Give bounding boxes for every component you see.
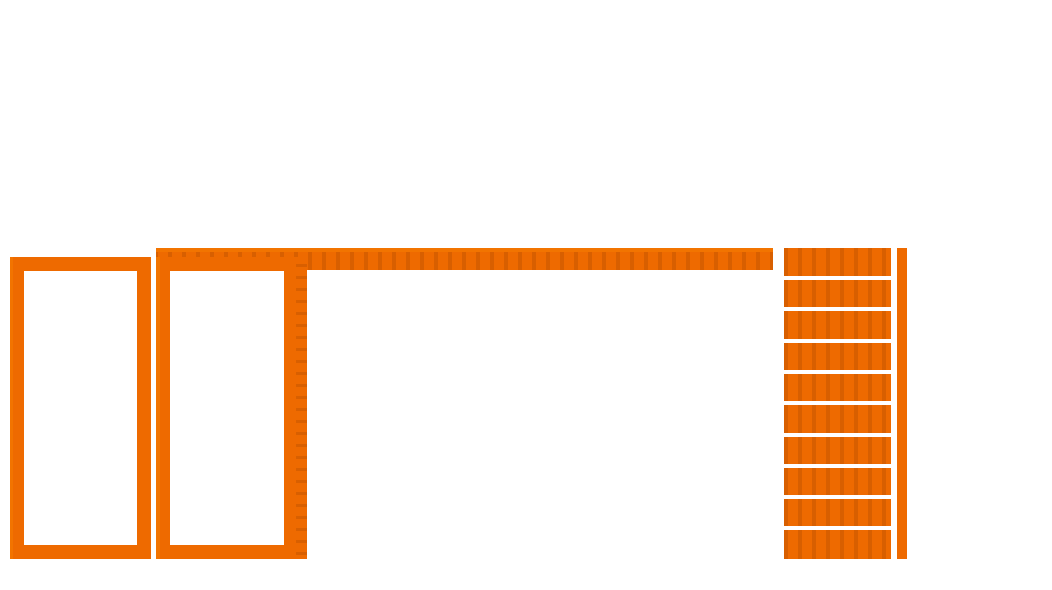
frame-left: [10, 257, 151, 559]
ladder-rung: [784, 464, 892, 468]
ladder-rung: [784, 339, 892, 343]
frame-middle: [156, 257, 307, 559]
ladder-rung: [784, 370, 892, 374]
ladder-rung: [784, 276, 892, 280]
top-beam: [156, 248, 773, 270]
ladder: [784, 248, 907, 559]
ladder-rung: [784, 307, 892, 311]
ladder-rung: [784, 401, 892, 405]
ladder-rung: [784, 433, 892, 437]
ladder-rail: [897, 248, 907, 559]
ladder-rung: [784, 495, 892, 499]
ladder-rung: [784, 526, 892, 530]
ladder-gap: [891, 248, 897, 559]
